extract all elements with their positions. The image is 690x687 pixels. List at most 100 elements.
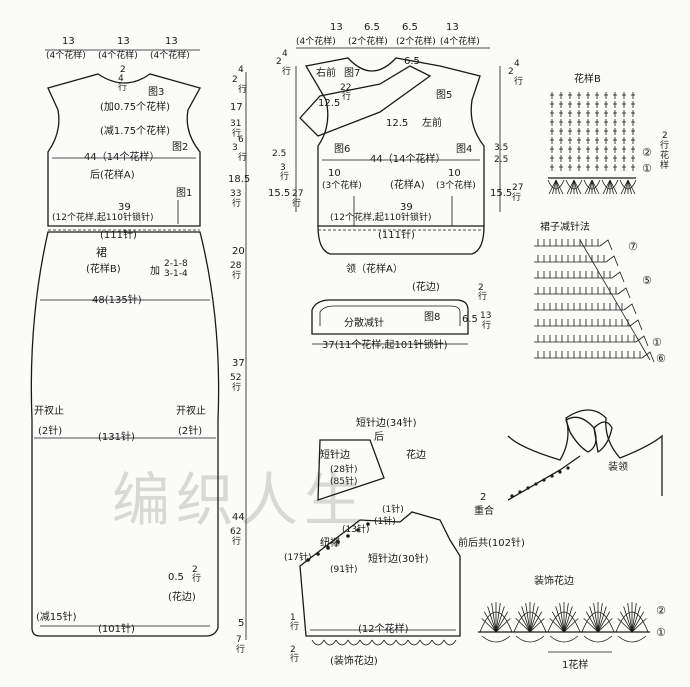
trim-fan-ray [555, 606, 565, 633]
front-top-width-2: 6.5 [364, 22, 380, 33]
trim-title: 装饰花边 [534, 574, 574, 587]
scallop [347, 639, 361, 646]
collar-height: 6.5 [462, 314, 478, 325]
trim-fan-ray [619, 611, 633, 633]
left-front: 左前 [422, 116, 442, 129]
trim-fan-ray [495, 603, 501, 633]
loop-dot [306, 558, 310, 562]
front-fig7: 图7 [344, 67, 360, 79]
fan-mark [624, 179, 629, 195]
loop-dot [316, 552, 320, 556]
scallop [323, 639, 337, 646]
collar-overlap: 重合 [474, 504, 494, 517]
skirt-dec-title: 裙子减针法 [540, 220, 590, 233]
slit-right: 开衩止 [176, 405, 206, 417]
back-bodice-outline [47, 73, 201, 227]
back-top-width-3: 13 [165, 36, 178, 47]
trim-fan-ray [495, 611, 509, 633]
back-inc-note: (加0.75个花样) [100, 100, 170, 113]
sleeve-trim-scallops [311, 639, 457, 646]
bottom-st: (101针) [98, 622, 135, 635]
trim-fan-ray [597, 603, 603, 633]
trim-fan-ray [529, 618, 545, 633]
trim-fan-ray [529, 603, 535, 633]
collar-dot [534, 482, 538, 486]
trim-fan-ray [491, 603, 497, 633]
fan-mark [591, 179, 600, 195]
dec-chain [635, 335, 649, 347]
fan-mark [570, 179, 575, 195]
collar-dot [566, 466, 570, 470]
slit-left-st: (2针) [38, 424, 62, 437]
trim-fan-ray [597, 611, 611, 633]
skirt-dec-c7: ⑦ [628, 240, 638, 253]
front-top-count-2: (2个花样) [348, 35, 388, 47]
right-front: 右前 [316, 66, 336, 79]
skirt-dec-cs: ⑥ [656, 352, 666, 365]
front-left-d2: 2.5 [272, 149, 286, 159]
front-side10b: 10 [448, 168, 461, 179]
trim-fan-ray [483, 611, 497, 633]
pattern-b-edge [547, 179, 637, 195]
side-d7: 20 [232, 246, 245, 257]
loop-dot [366, 522, 370, 526]
sleeve-upper-piece [317, 439, 385, 501]
back-top-width-1: 13 [62, 36, 75, 47]
skirt-dec-c5: ⑤ [642, 274, 652, 287]
collar-dot [542, 478, 546, 482]
back-top-width-2: 13 [117, 36, 130, 47]
front-waist-st: (111针) [378, 228, 415, 241]
trim-fan-ray [525, 603, 531, 633]
front-top-count-3: (2个花样) [396, 35, 436, 47]
trim-fan-ray [551, 611, 565, 633]
skirt-decrease-stitches [534, 239, 655, 363]
fan-mark [566, 179, 575, 195]
trim-arc [617, 635, 647, 643]
trim-fan-ray [495, 606, 505, 633]
trim-fan-ray [617, 618, 633, 633]
fan-mark [627, 179, 632, 195]
skirt-label: 裙 [96, 246, 107, 259]
loop-dot [356, 528, 360, 532]
sleeve-short-edge: 短针边(34针) [356, 416, 417, 429]
trim-fan-ray [495, 618, 511, 633]
fan-mark [552, 179, 557, 195]
pattern-b-chart: 花样B 2 行 花 样 ② ① [547, 72, 669, 195]
collar-bottom: 37(11个花样,起101针锁针) [322, 338, 448, 351]
sleeve-short-side: 短针边 [320, 448, 350, 461]
skirt-hip: 48(135针) [92, 293, 142, 306]
sleeve-pat12: (12个花样) [358, 622, 409, 635]
sleeve-button-loops [306, 522, 370, 562]
skirt-dec-c1: ① [652, 336, 662, 349]
sleeve-back: 后 [374, 431, 384, 443]
front-top-width-4: 13 [446, 22, 459, 33]
front-panel: 13 6.5 6.5 13 (4个花样) (2个花样) (2个花样) (4个花样… [268, 22, 523, 255]
scallop [395, 639, 409, 646]
back-bust: 44（14个花样） [84, 150, 159, 163]
collar-dot [526, 486, 530, 490]
front-top-count-4: (4个花样) [440, 35, 480, 47]
scallop [359, 639, 373, 646]
scallop [335, 639, 349, 646]
side-d9: 37 [232, 358, 245, 369]
side-d11: 44 [232, 512, 245, 523]
dec-chain [605, 255, 619, 267]
trim-fan-ray [563, 603, 569, 633]
front-dim125a: 12.5 [318, 98, 340, 109]
trim-fan-stitches [479, 602, 649, 643]
loop-dot [336, 540, 340, 544]
back-waist-note: (12个花样,起110针锁针) [52, 211, 154, 223]
trim-fan-ray [563, 611, 577, 633]
trim-fan-ray [559, 603, 565, 633]
